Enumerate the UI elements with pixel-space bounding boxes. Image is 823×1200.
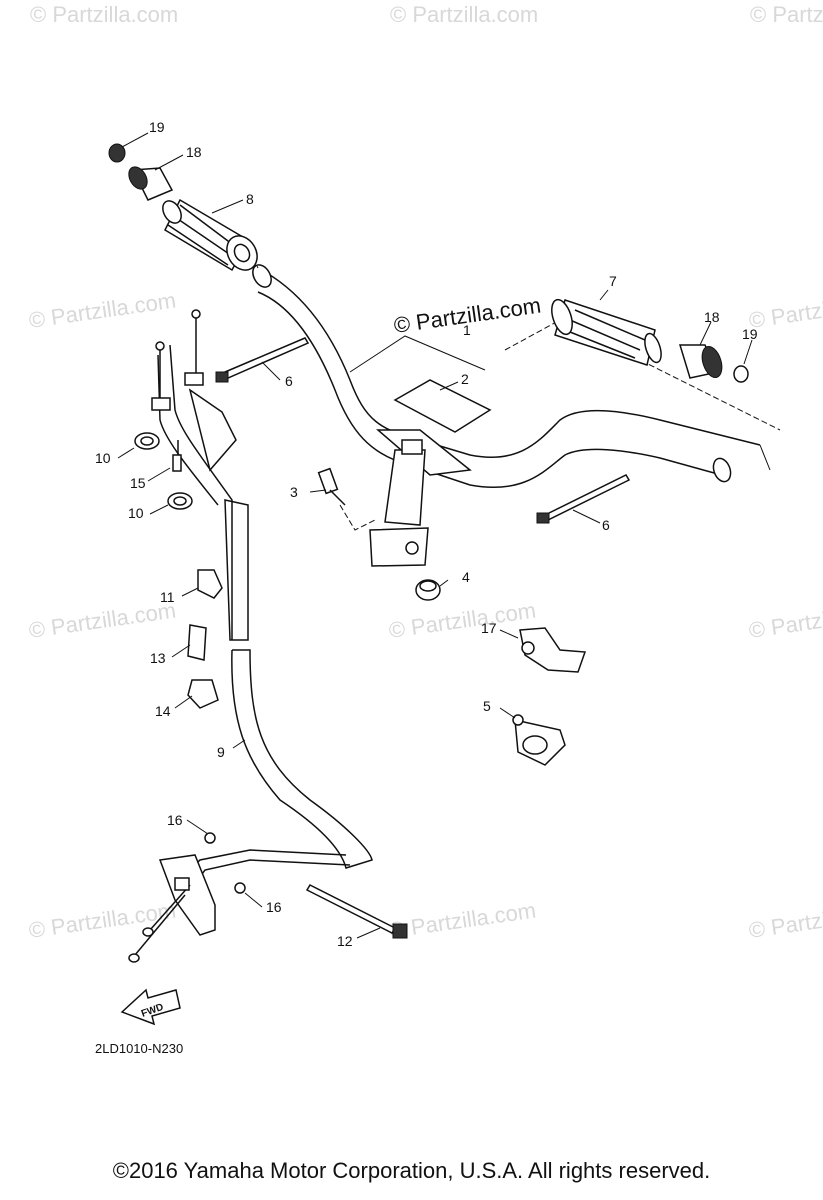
grip-end-18-left [128,166,174,201]
callout-6-upper: 6 [285,373,293,389]
callout-11: 11 [160,589,175,605]
callout-9: 9 [217,744,225,760]
cable-ends-upper [151,309,204,470]
lever-holder-17 [519,627,587,673]
nut-4 [415,579,441,601]
watermark: © Partzilla.com [27,288,177,333]
watermark: © Partzilla.com [747,598,823,643]
fwd-arrow: FWD [120,988,181,1026]
callout-6-lower: 6 [602,517,610,533]
callout-10-upper: 10 [95,450,111,466]
callout-19-left: 19 [149,119,165,135]
callout-12: 12 [337,933,353,949]
callout-5: 5 [483,698,491,714]
cap-19-right [733,365,749,383]
callout-15: 15 [130,475,146,491]
callout-16-lower: 16 [266,899,282,915]
grip-7 [551,298,662,366]
callout-16-upper: 16 [167,812,183,828]
callout-1: 1 [463,322,471,338]
callout-7: 7 [609,273,617,289]
cable-tie-6-lower [536,474,631,524]
callout-17: 17 [481,620,497,636]
callout-19-right: 19 [742,326,758,342]
callout-18-right: 18 [704,309,720,325]
callouts: 1 2 3 4 5 6 6 7 8 9 10 10 11 12 13 14 15… [95,119,758,949]
watermarks: © Partzilla.com © Partzilla.com © Partzi… [27,2,823,943]
watermark: © Partzilla.com [747,898,823,943]
handlebar-holder [339,429,472,567]
callout-3: 3 [290,484,298,500]
bolt-3 [317,467,346,506]
watermark: © Partzilla.com [750,2,823,27]
leader-lines [117,132,753,939]
handlebar-pad [349,335,492,433]
clip-14 [187,679,219,709]
grip-end-18-right [678,344,723,379]
callout-2: 2 [461,371,469,387]
cap-19-left [108,143,126,163]
clamp-10-upper [134,432,160,450]
throttle-cable-9 [157,344,373,891]
screw-15 [172,454,182,472]
cable-bracket-assembly [128,832,246,963]
callout-10-lower: 10 [128,505,144,521]
diagram-code: 2LD1010-N230 [95,1041,183,1056]
grip-8 [162,198,258,272]
watermark: © Partzilla.com [747,288,823,333]
clamp-10-lower [167,492,193,510]
watermark: © Partzilla.com [27,898,177,943]
callout-4: 4 [462,569,470,585]
clip-13 [187,624,207,661]
callout-13: 13 [150,650,166,666]
callout-8: 8 [246,191,254,207]
watermark: © Partzilla.com [30,2,178,27]
watermark: © Partzilla.com [27,598,177,643]
cable-tie-6-upper [215,337,310,383]
watermark: © Partzilla.com [387,898,537,943]
bracket-5 [512,714,566,766]
copyright-notice: ©2016 Yamaha Motor Corporation, U.S.A. A… [112,1158,711,1183]
callout-14: 14 [155,703,171,719]
watermark: © Partzilla.com [390,2,538,27]
cable-tie-12 [305,884,408,939]
callout-18-left: 18 [186,144,202,160]
clip-11 [197,569,223,599]
